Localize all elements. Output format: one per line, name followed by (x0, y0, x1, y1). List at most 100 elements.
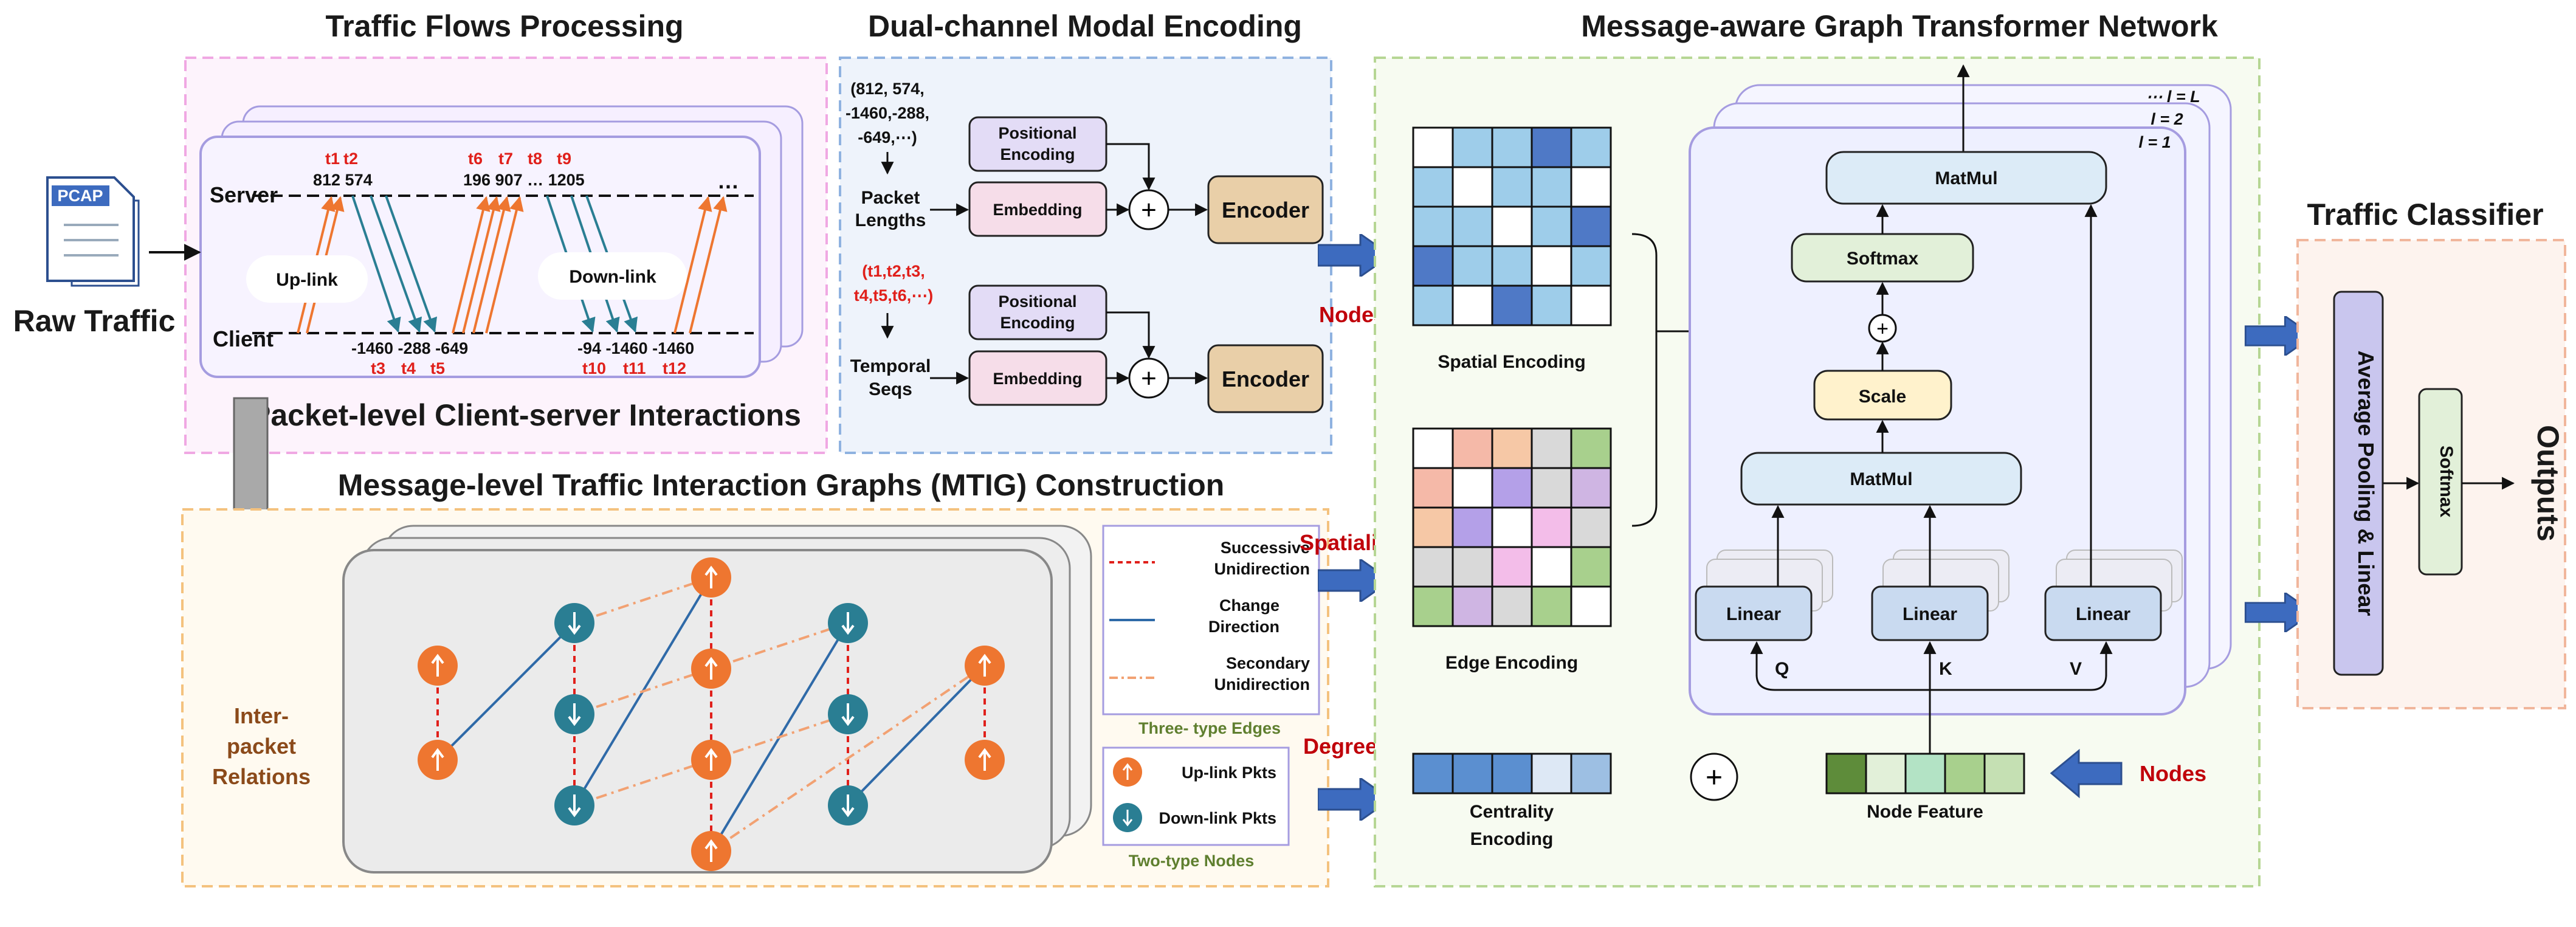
three-type-caption: Three- type Edges (1138, 719, 1281, 737)
legend-successive-2: Unidirection (1214, 560, 1310, 578)
legend-successive-1: Successive (1221, 539, 1310, 557)
uplink-pill (246, 255, 368, 303)
edge-encoding-grid (1412, 427, 1612, 627)
time-t10: t10 (582, 359, 606, 377)
temporal-seqs-label-2: Seqs (869, 379, 912, 399)
title-dual-channel: Dual-channel Modal Encoding (868, 9, 1302, 43)
legend-downlink-pkts: Down-link Pkts (1159, 809, 1276, 827)
title-mtig: Message-level Traffic Interaction Graphs… (338, 468, 1225, 502)
edge-encoding-label: Edge Encoding (1445, 653, 1578, 673)
packet-level-caption: Packet-level Client-server Interactions (250, 398, 801, 432)
spatial-encoding-label: Spatial Encoding (1438, 352, 1585, 372)
seq2-line1: (t1,t2,t3, (862, 262, 925, 280)
packet-lengths-label-2: Lengths (855, 210, 926, 230)
legend-uplink-pkts: Up-link Pkts (1182, 763, 1276, 782)
positional-label-1b: Encoding (1000, 145, 1075, 164)
linear-k-label: Linear (1903, 604, 1957, 624)
uplink-label: Up-link (276, 270, 338, 290)
legend-change-2: Direction (1208, 618, 1279, 636)
node-feature-label: Node Feature (1867, 802, 1983, 822)
pcap-file-icon: PCAP (46, 176, 140, 287)
scale-label: Scale (1859, 387, 1906, 407)
positional-label-2a: Positional (998, 292, 1076, 311)
title-classifier: Traffic Classifier (2307, 198, 2543, 232)
q-label: Q (1775, 659, 1789, 679)
linear-v-box (2044, 585, 2162, 641)
pcap-label: PCAP (57, 187, 103, 205)
plus-2: + (1141, 364, 1157, 393)
linear-v-label: Linear (2076, 604, 2130, 624)
node-feature-input-arrow (2050, 748, 2123, 799)
graph-card (342, 549, 1053, 874)
matmul-top-label: MatMul (1935, 168, 1997, 188)
uplink-sizes-2: 196 907 … 1205 (463, 171, 585, 189)
legend-change-1: Change (1219, 596, 1279, 615)
title-traffic-flows: Traffic Flows Processing (325, 9, 683, 43)
node-feature-bar (1825, 753, 2025, 794)
uplink-nodes (418, 557, 1005, 871)
two-type-caption: Two-type Nodes (1129, 852, 1255, 870)
classifier-softmax-box (2418, 388, 2463, 576)
positional-label-2b: Encoding (1000, 314, 1075, 332)
spatial-encoding-grid (1412, 126, 1612, 326)
time-t2: t2 (343, 150, 358, 168)
flow-ellipsis: … (717, 168, 739, 193)
downlink-nodes (554, 603, 868, 825)
time-t3: t3 (371, 359, 385, 377)
add-node-centrality (1690, 753, 1738, 801)
raw-traffic-label: Raw Traffic (13, 304, 176, 338)
client-label: Client (213, 326, 274, 351)
v-label: V (2070, 659, 2082, 679)
time-t9: t9 (557, 150, 571, 168)
time-t4: t4 (401, 359, 416, 377)
linear-q-box (1695, 585, 1813, 641)
layer-l-1: l = 1 (2138, 133, 2171, 151)
seq1-line1: (812, 574, (850, 80, 925, 98)
downlink-sizes-2: -94 -1460 -1460 (577, 339, 694, 357)
embedding-label-2: Embedding (993, 370, 1083, 388)
time-t1: t1 (325, 150, 340, 168)
embedding-label-1: Embedding (993, 201, 1083, 219)
time-t7: t7 (498, 150, 513, 168)
encoder-box-1 (1207, 175, 1324, 244)
time-t8: t8 (528, 150, 542, 168)
centrality-label-1: Centrality (1470, 802, 1554, 822)
layer-l-2: l = 2 (2151, 110, 2183, 128)
encoder-box-2 (1207, 344, 1324, 413)
positional-label-1a: Positional (998, 124, 1076, 142)
seq2-line2: t4,t5,t6,⋯) (854, 286, 934, 305)
time-t6: t6 (468, 150, 483, 168)
time-t12: t12 (663, 359, 686, 377)
avg-pooling-label: Average Pooling & Linear (2354, 351, 2378, 616)
title-graph-transformer: Message-aware Graph Transformer Network (1581, 9, 2218, 43)
centrality-encoding-bar (1412, 753, 1612, 794)
legend-secondary-1: Secondary (1226, 654, 1310, 672)
server-label: Server (210, 182, 278, 207)
seq1-line3: -649,⋯) (858, 128, 917, 146)
downlink-sizes-1: -1460 -288 -649 (351, 339, 468, 357)
softmax-label: Softmax (1847, 249, 1919, 269)
plus-1: + (1141, 195, 1157, 225)
layer-l-L: ⋯ l = L (2146, 88, 2200, 106)
seq1-line2: -1460,-288, (845, 104, 929, 122)
packet-lengths-label-1: Packet (861, 188, 920, 208)
classifier-softmax-label: Softmax (2436, 446, 2456, 518)
plus-attn: + (1876, 317, 1889, 340)
legend-secondary-2: Unidirection (1214, 675, 1310, 694)
nodes-input-label: Nodes (2140, 761, 2206, 786)
matmul-top-box (1825, 151, 2107, 205)
inter-label-3: Relations (212, 764, 311, 789)
plus-centrality: + (1706, 762, 1723, 794)
centrality-label-2: Encoding (1470, 829, 1554, 849)
downlink-label: Down-link (569, 267, 656, 287)
encoder-label-1: Encoder (1222, 198, 1309, 222)
inter-label-2: packet (227, 734, 296, 759)
uplink-sizes-1: 812 574 (313, 171, 373, 189)
matmul-lower-label: MatMul (1850, 469, 1912, 489)
outputs-label: Outputs (2531, 425, 2565, 542)
time-t5: t5 (430, 359, 445, 377)
downlink-pill (538, 252, 687, 300)
encoder-label-2: Encoder (1222, 367, 1309, 391)
inter-label-1: Inter- (234, 703, 289, 728)
